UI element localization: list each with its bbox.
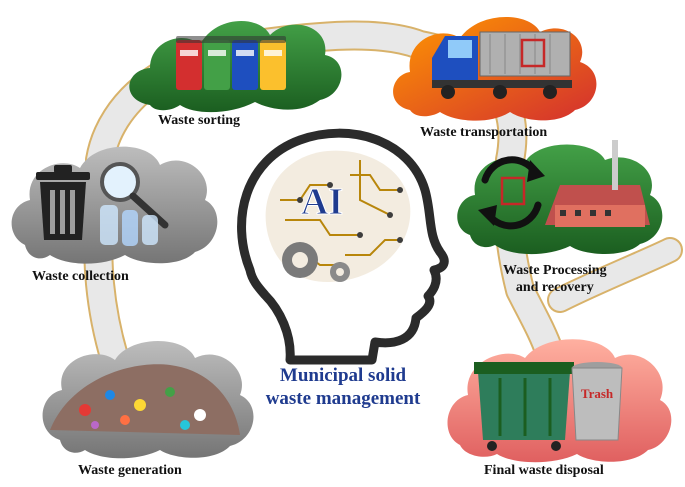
truck-icon: [432, 31, 572, 99]
recycle-arrows-icon: [478, 156, 545, 230]
label-waste-collection: Waste collection: [32, 269, 129, 284]
cloud-final-disposal: [447, 339, 672, 463]
label-waste-generation: Waste generation: [78, 463, 182, 478]
cloud-waste-generation: [42, 340, 254, 459]
gear-icon: [282, 242, 350, 282]
trash-bin-icon: [571, 362, 623, 441]
cloud-waste-processing: [457, 140, 663, 255]
head-silhouette: [237, 128, 449, 365]
ai-badge: AI: [301, 181, 343, 223]
dumpster: [474, 362, 574, 451]
factory: [545, 140, 650, 227]
label-waste-processing-line2: and recovery: [515, 280, 594, 295]
center-title: Municipal solid waste management: [238, 364, 448, 410]
center-title-line1: Municipal solid: [279, 365, 407, 386]
recycle-bins: [176, 36, 286, 90]
plastic-bottles: [100, 205, 158, 246]
cloud-waste-sorting: [129, 21, 342, 113]
center-title-line2: waste management: [265, 388, 421, 409]
label-final-disposal: Final waste disposal: [484, 463, 604, 478]
trash-can-icon: [36, 165, 90, 240]
label-waste-transportation: Waste transportation: [420, 125, 548, 140]
label-waste-processing-line1: Waste Processing: [503, 263, 607, 278]
trash-label: Trash: [581, 386, 614, 401]
cloud-waste-transportation: [393, 16, 597, 121]
waste-pile: [50, 364, 240, 435]
label-waste-sorting: Waste sorting: [158, 113, 241, 128]
magnifier-icon: [100, 162, 169, 229]
label-waste-processing: Waste Processing and recovery: [503, 262, 607, 296]
brain-circuit: AI: [265, 150, 411, 283]
cloud-waste-collection: [11, 146, 218, 264]
